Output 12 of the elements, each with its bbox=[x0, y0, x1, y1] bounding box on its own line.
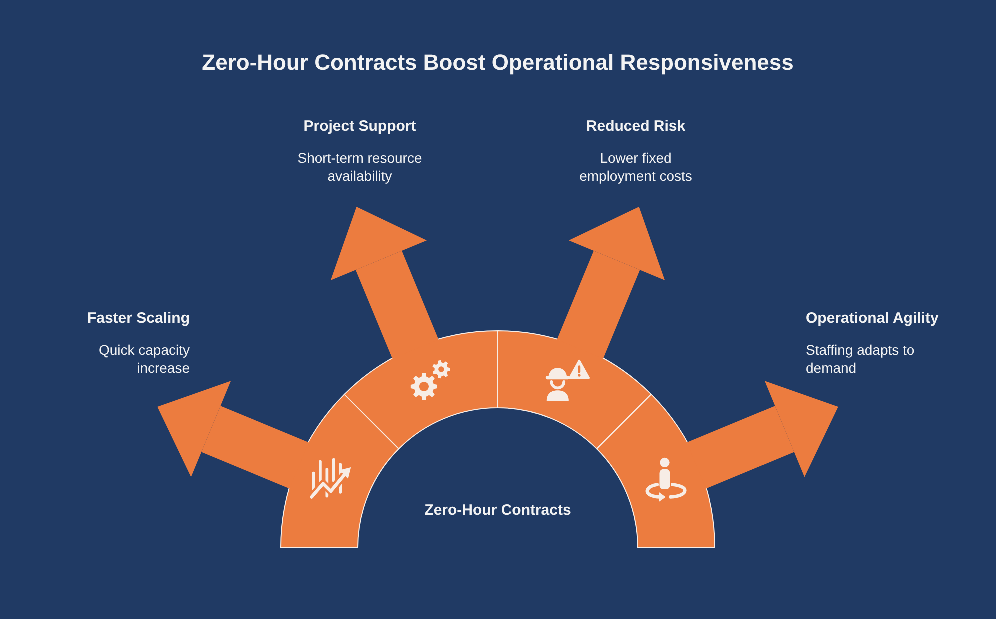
feature-heading: Project Support bbox=[304, 118, 416, 136]
broad-arrow bbox=[557, 207, 666, 359]
broad-arrow bbox=[330, 207, 439, 359]
feature-description: Staffing adapts to demand bbox=[806, 341, 916, 377]
feature-description: Lower fixed employment costs bbox=[579, 149, 693, 185]
center-label: Zero-Hour Contracts bbox=[424, 502, 572, 520]
feature-heading: Reduced Risk bbox=[586, 118, 686, 136]
feature-heading: Faster Scaling bbox=[87, 310, 190, 328]
feature-description: Quick capacity increase bbox=[98, 341, 190, 377]
feature-heading: Operational Agility bbox=[806, 310, 939, 328]
feature-description: Short-term resource availability bbox=[297, 149, 423, 185]
diagram-title: Zero-Hour Contracts Boost Operational Responsiveness bbox=[202, 49, 794, 77]
